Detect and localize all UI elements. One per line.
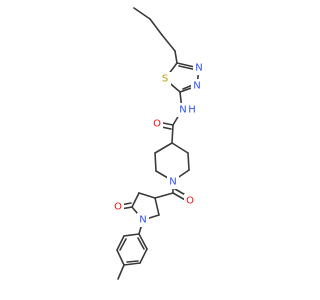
- molecule-structure-diagram: S N N N H O N O O N: [112, 7, 205, 280]
- bond: [123, 233, 140, 237]
- atom-label-nitrogen: N: [195, 63, 202, 74]
- bond: [161, 34, 176, 52]
- bond-double: [137, 237, 145, 250]
- bond-layer: [116, 7, 200, 280]
- bond: [131, 192, 140, 208]
- bond: [123, 262, 141, 266]
- atom-label-layer: S N N N H O N O O N: [112, 61, 205, 227]
- bond: [133, 7, 151, 20]
- bond-double: [119, 238, 127, 251]
- atom-label-amide-nitrogen: N: [179, 105, 186, 116]
- atom-label-oxygen: O: [186, 196, 194, 207]
- bond: [174, 50, 178, 64]
- bond: [187, 152, 190, 171]
- bond: [171, 124, 174, 144]
- bond-double: [126, 260, 139, 263]
- bond: [116, 249, 125, 266]
- atom-label-piperidine-nitrogen: N: [169, 177, 176, 188]
- atom-label-oxygen: O: [153, 119, 161, 130]
- bond: [138, 233, 148, 250]
- atom-label-lactam-nitrogen: N: [139, 215, 146, 226]
- bond: [154, 152, 157, 172]
- bond: [154, 197, 160, 216]
- atom-label-sulfur: S: [162, 74, 168, 85]
- bond: [154, 142, 173, 154]
- atom-label-hydrogen: H: [188, 105, 196, 116]
- bond: [154, 192, 174, 199]
- atom-label-nitrogen: N: [193, 81, 200, 92]
- bond: [138, 192, 156, 199]
- atom-label-lactam-oxygen: O: [114, 202, 122, 213]
- bond: [116, 235, 125, 251]
- bond: [117, 264, 125, 280]
- bond: [139, 248, 148, 264]
- bond: [149, 18, 163, 36]
- bond: [171, 142, 189, 154]
